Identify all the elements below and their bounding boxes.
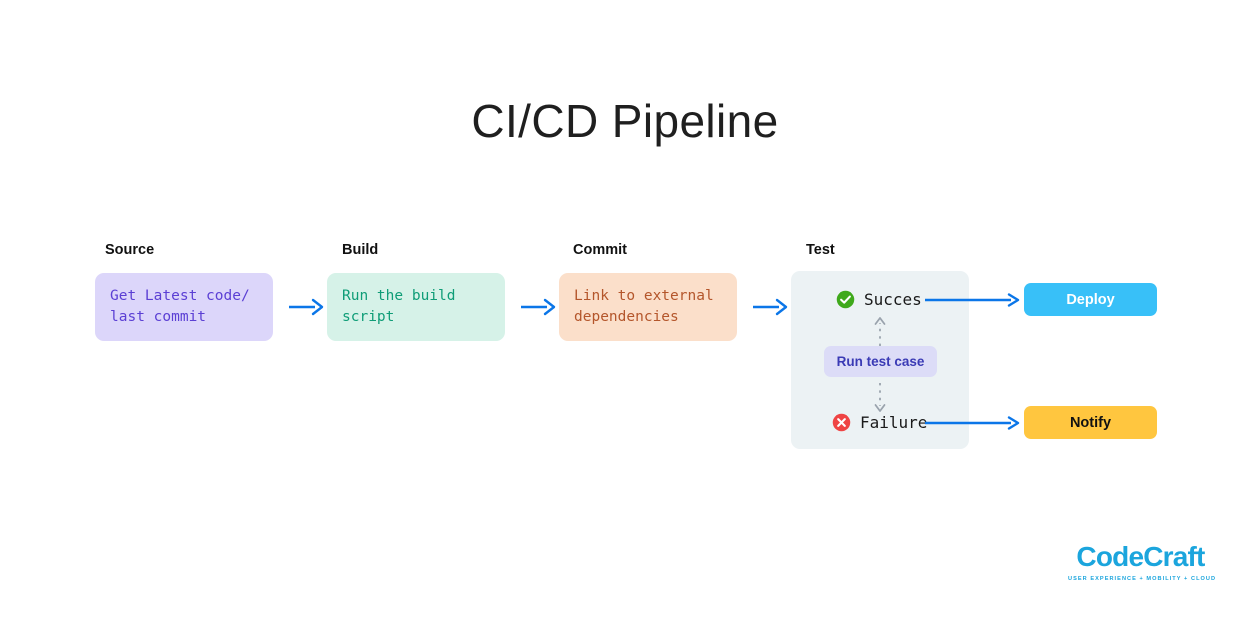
run-test-case-label: Run test case [836, 354, 925, 369]
logo-wordmark: CodeCraft [1076, 541, 1205, 572]
connector-arrow-source-to-build [287, 294, 325, 320]
notify-button[interactable]: Notify [1024, 406, 1157, 439]
stage-box-source-text: Get Latest code/ last commit [110, 287, 250, 325]
dotted-arrow-down-to-failure [872, 382, 888, 416]
test-outcome-failure[interactable]: Failure [832, 413, 927, 432]
check-circle-icon [836, 290, 855, 309]
run-test-case-pill[interactable]: Run test case [824, 346, 937, 377]
test-outcome-success[interactable]: Succes [836, 290, 922, 309]
stage-box-commit[interactable]: Link to external dependencies [559, 273, 737, 341]
stage-label-commit: Commit [573, 242, 627, 258]
logo-tagline: USER EXPERIENCE + MOBILITY + CLOUD [1068, 576, 1217, 582]
x-circle-icon [832, 413, 851, 432]
codecraft-logo: CodeCraft USER EXPERIENCE + MOBILITY + C… [1068, 541, 1217, 583]
dotted-arrow-up-to-success [872, 313, 888, 347]
connector-arrow-commit-to-test [751, 294, 789, 320]
stage-label-build: Build [342, 242, 379, 258]
stage-box-commit-text: Link to external dependencies [574, 287, 714, 325]
stage-box-build-text: Run the build script [342, 287, 456, 325]
connector-line-success-to-deploy [925, 291, 1021, 309]
stage-box-build[interactable]: Run the build script [327, 273, 505, 341]
page-title: CI/CD Pipeline [471, 95, 779, 147]
test-outcome-success-label: Succes [864, 290, 922, 309]
stage-box-source[interactable]: Get Latest code/ last commit [95, 273, 273, 341]
stage-label-source: Source [105, 242, 155, 258]
test-outcome-failure-label: Failure [860, 413, 928, 432]
connector-line-failure-to-notify [925, 414, 1021, 432]
connector-arrow-build-to-commit [519, 294, 557, 320]
stage-label-test: Test [806, 242, 835, 258]
deploy-button[interactable]: Deploy [1024, 283, 1157, 316]
